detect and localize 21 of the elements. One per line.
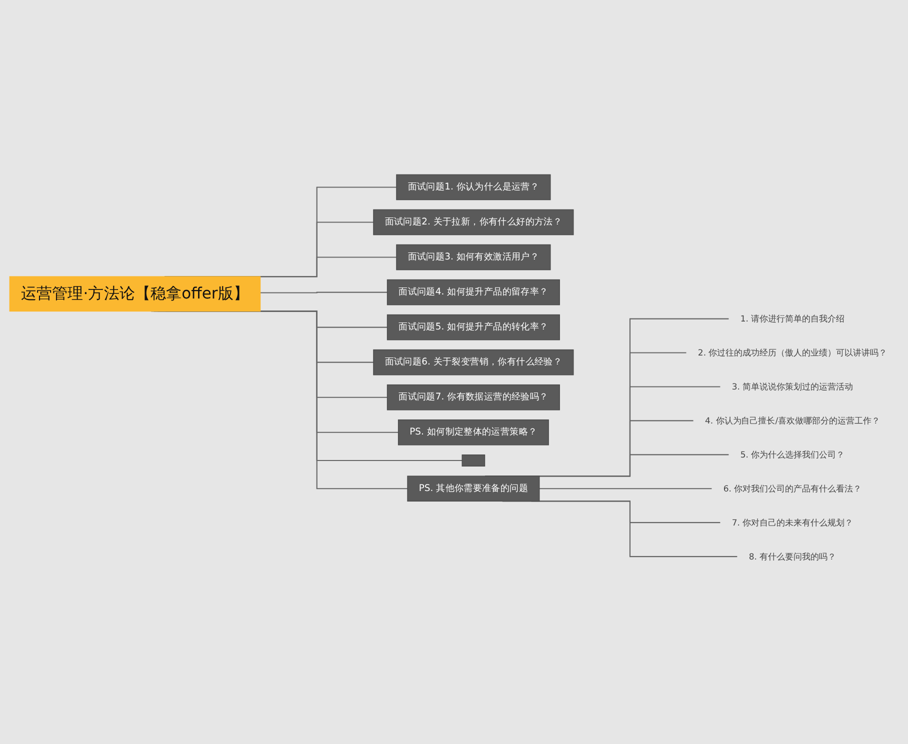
node-text: 1. 请你进行简单的自我介绍: [740, 314, 845, 324]
node-box: PS. 如何制定整体的运营策略？: [398, 420, 549, 446]
node-box: 面试问题3. 如何有效激活用户？: [396, 244, 551, 271]
connector: [260, 292, 388, 294]
connector: [539, 488, 713, 490]
node-text: 8. 有什么要问我的吗？: [748, 552, 836, 562]
node-box: 面试问题7. 你有数据运营的经验吗？: [386, 384, 560, 411]
node-text: 3. 简单说说你策划过的运营活动: [732, 382, 854, 392]
node-text: 6. 你对我们公司的产品有什么看法？: [723, 484, 862, 494]
node-box: 运营管理·方法论【稳拿offer版】: [9, 276, 261, 312]
node-text: 4. 你认为自己擅长/喜欢做哪部分的运营工作？: [704, 416, 880, 426]
node-box: PS. 其他你需要准备的问题: [407, 476, 540, 502]
node-text: 5. 你为什么选择我们公司？: [740, 450, 845, 460]
node-box: 面试问题6. 关于裂变营销，你有什么经验？: [373, 350, 574, 376]
node-text: 2. 你过往的成功经历（傲人的业绩）可以讲讲吗？: [698, 348, 888, 358]
node-box: 面试问题2. 关于拉新，你有什么好的方法？: [373, 210, 574, 236]
node-box: 面试问题1. 你认为什么是运营？: [396, 174, 551, 200]
node-text: 7. 你对自己的未来有什么规划？: [732, 518, 854, 528]
node-box: [462, 454, 486, 467]
node-box: 面试问题5. 如何提升产品的转化率？: [386, 314, 560, 341]
node-box: 面试问题4. 如何提升产品的留存率？: [386, 280, 560, 306]
